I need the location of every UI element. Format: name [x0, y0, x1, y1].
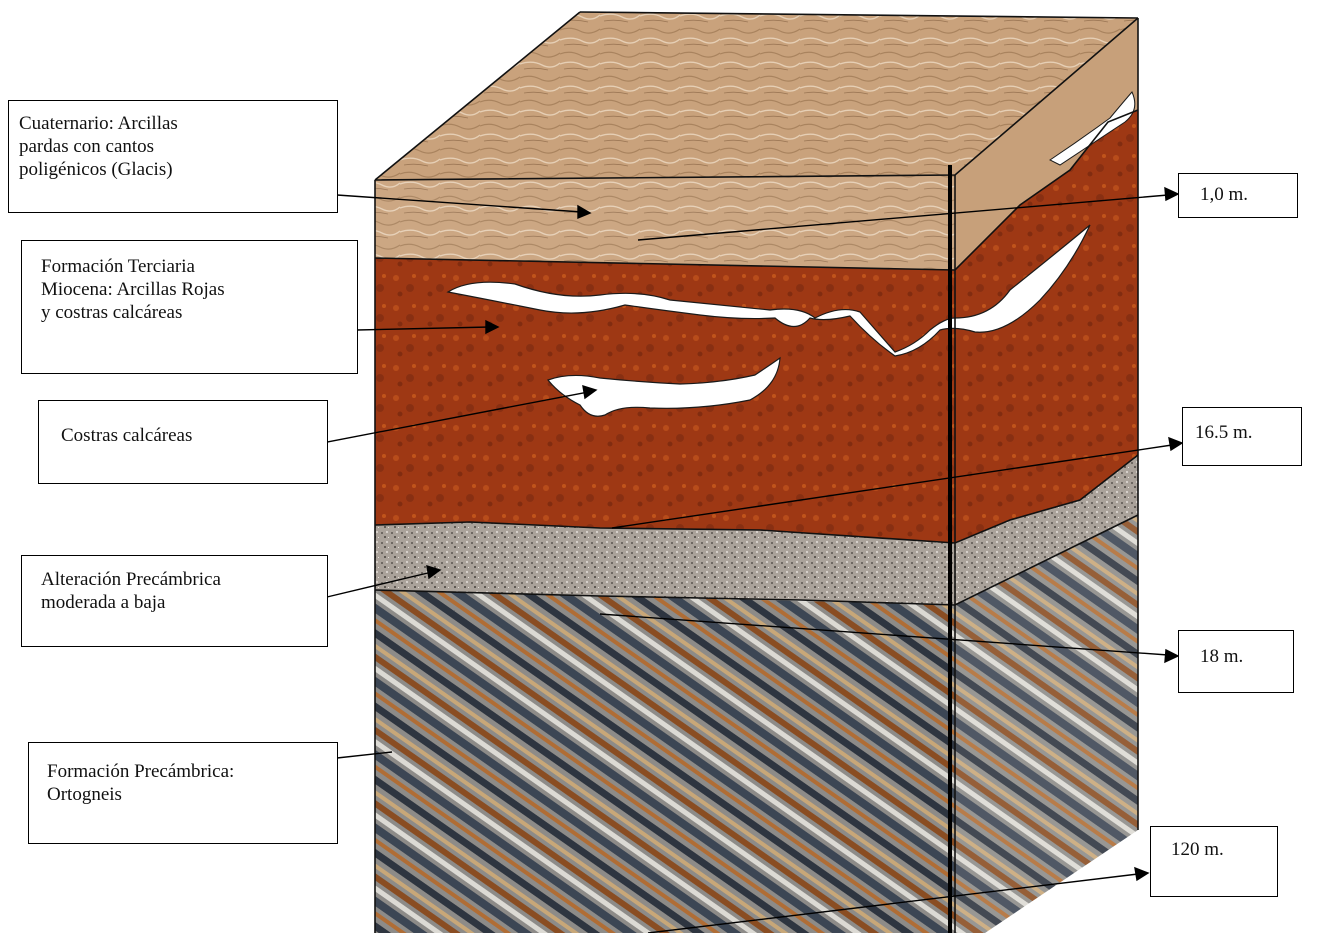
- depth-1-text: 1,0 m.: [1200, 184, 1276, 206]
- depth-box-1: 1,0 m.: [1178, 173, 1298, 218]
- depth-box-2: 16.5 m.: [1182, 407, 1302, 466]
- label-terciaria: Formación Terciaria Miocena: Arcillas Ro…: [21, 240, 358, 374]
- arrowhead-d1: [1165, 188, 1178, 200]
- depth-box-4: 120 m.: [1150, 826, 1278, 897]
- quaternary-front-face: [375, 175, 955, 270]
- label-alteracion: Alteración Precámbrica moderada a baja: [21, 555, 328, 647]
- depth-3-text: 18 m.: [1200, 646, 1272, 668]
- depth-box-3: 18 m.: [1178, 630, 1294, 693]
- depth-4-text: 120 m.: [1171, 839, 1257, 861]
- label-terciaria-text: Formación Terciaria Miocena: Arcillas Ro…: [41, 255, 338, 324]
- label-precambrica: Formación Precámbrica: Ortogneis: [28, 742, 338, 844]
- label-cuaternario: Cuaternario: Arcillas pardas con cantos …: [8, 100, 338, 213]
- depth-2-text: 16.5 m.: [1195, 422, 1289, 444]
- gneiss-front-face: [375, 590, 955, 933]
- label-precambrica-text: Formación Precámbrica: Ortogneis: [47, 760, 319, 806]
- arrowhead-d3: [1165, 650, 1178, 662]
- label-costras: Costras calcáreas: [38, 400, 328, 484]
- arrowhead-d2: [1169, 438, 1182, 450]
- label-alteracion-text: Alteración Precámbrica moderada a baja: [41, 568, 308, 614]
- label-cuaternario-text: Cuaternario: Arcillas pardas con cantos …: [19, 112, 327, 181]
- label-costras-text: Costras calcáreas: [61, 424, 305, 447]
- arrowhead-d4: [1135, 868, 1148, 880]
